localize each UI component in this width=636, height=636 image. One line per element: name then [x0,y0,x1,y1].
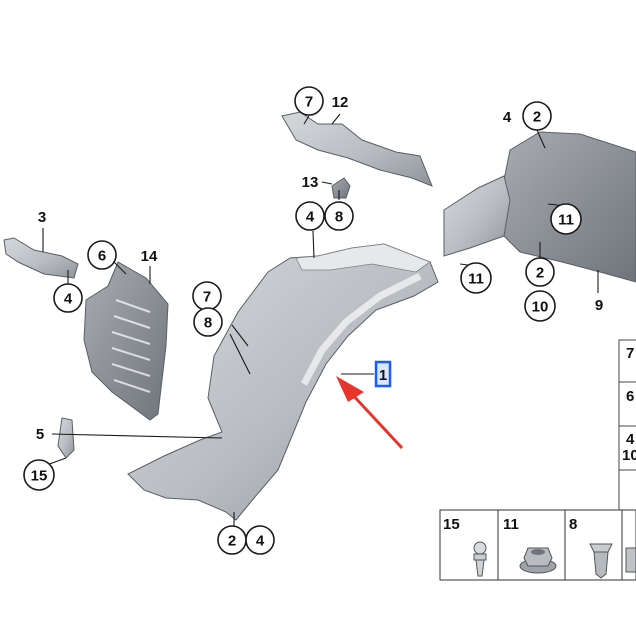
red-arrow-icon [336,376,404,450]
push-pin-clip-icon [473,541,487,577]
callout-8-mid: 8 [193,307,223,337]
fastener-legend: 15 11 8 [439,509,636,581]
label-1: 1 [379,367,387,384]
callout-label: 2 [536,265,544,282]
callout-label: 8 [335,209,343,226]
callout-6: 6 [87,240,117,270]
callout-label: 7 [305,94,313,111]
callout-label: 2 [533,109,541,126]
part-14-grille [111,299,151,393]
hex-nut-icon [519,547,557,574]
callout-2-topright: 2 [522,101,552,131]
expansion-nut-icon [589,543,613,579]
label-12: 12 [332,94,349,111]
callout-11-b: 11 [460,262,492,294]
callout-label: 15 [31,468,48,485]
callout-label: 7 [203,289,211,306]
callout-label: 4 [64,291,73,308]
callout-label: 11 [468,271,484,288]
part-1-inner-rib [300,272,422,386]
legend-label-8: 8 [569,516,577,533]
callout-2-bottom: 2 [217,525,247,555]
callout-7-mid: 7 [192,281,222,311]
label-3: 3 [38,209,46,226]
callout-label: 6 [98,248,106,265]
part-13-clip [331,177,351,199]
legend-label-11: 11 [503,516,519,533]
callout-15: 15 [23,459,55,491]
callout-8-top: 8 [324,201,354,231]
callout-7-top: 7 [294,86,324,116]
part-14-panel [83,261,169,421]
part-1-wheel-liner [127,243,439,521]
label-4-topright: 4 [503,109,512,126]
side-table-cell: 4 [626,431,635,448]
callout-4-center: 4 [295,201,325,231]
label-9: 9 [595,297,603,314]
part-3-strip [3,237,79,279]
callout-label: 2 [228,533,236,550]
part-1-top-ridge [295,243,431,273]
callout-label: 11 [558,212,574,229]
part-11-bracket [443,175,511,257]
label-14: 14 [141,248,158,265]
callout-4-left: 4 [53,283,83,313]
callout-4-bottom: 4 [245,525,275,555]
callout-10: 10 [524,290,556,322]
side-table-cell: 10 [622,447,636,464]
label-5: 5 [36,426,44,443]
side-table-cell: 6 [626,388,634,405]
label-13: 13 [302,174,319,191]
callout-2-right: 2 [525,257,555,287]
callout-label: 8 [204,315,212,332]
part-12-bracket [281,111,433,187]
legend-label-15: 15 [443,516,460,533]
part-5-clip [57,417,75,459]
side-table-cell: 7 [626,345,634,362]
callout-label: 4 [306,209,315,226]
callout-label: 10 [532,299,549,316]
callout-label: 4 [256,533,265,550]
callout-11-a: 11 [550,203,582,235]
legend-partial-icon [625,547,636,573]
highlighted-label-1: 1 [374,360,392,388]
